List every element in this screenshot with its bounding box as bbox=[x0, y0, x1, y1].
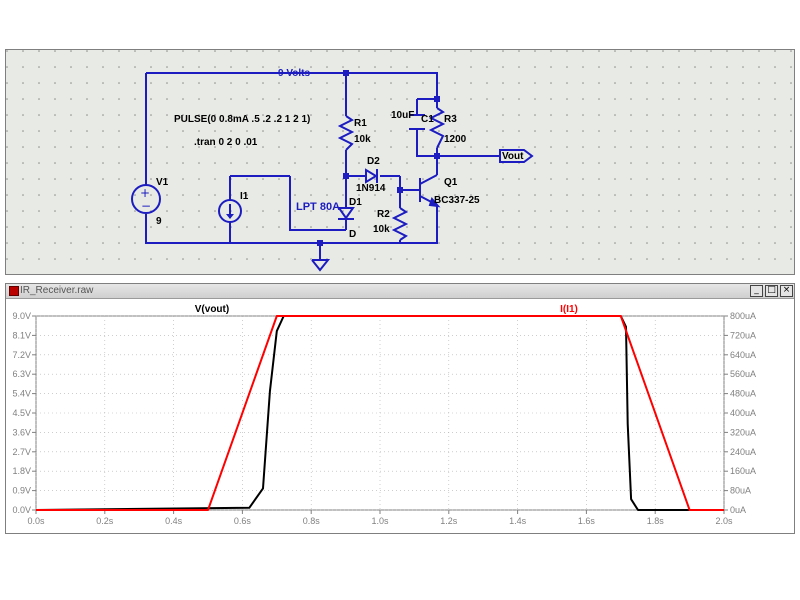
y-left-tick-label: 8.1V bbox=[12, 330, 31, 340]
y-left-tick-label: 5.4V bbox=[12, 389, 31, 399]
schematic-canvas[interactable]: + − bbox=[5, 49, 795, 275]
x-tick-label: 0.8s bbox=[303, 516, 321, 526]
resistor-r2-symbol[interactable] bbox=[391, 207, 409, 241]
y-right-tick-label: 640uA bbox=[730, 350, 756, 360]
y-right-tick-label: 480uA bbox=[730, 389, 756, 399]
r3-name: R3 bbox=[444, 114, 457, 125]
v1-name: V1 bbox=[156, 177, 169, 188]
series-line-ii1 bbox=[36, 315, 724, 511]
y-right-tick-label: 240uA bbox=[730, 447, 756, 457]
y-left-tick-label: 1.8V bbox=[12, 466, 31, 476]
legend-label-ii1: I(I1) bbox=[560, 304, 578, 315]
d2-model: 1N914 bbox=[356, 183, 386, 194]
q1-name: Q1 bbox=[444, 177, 458, 188]
r2-value: 10k bbox=[373, 224, 390, 235]
x-tick-label: 1.2s bbox=[440, 516, 458, 526]
diode-d2-symbol[interactable] bbox=[362, 168, 378, 184]
y-left-tick-label: 4.5V bbox=[12, 408, 31, 418]
x-tick-label: 2.0s bbox=[715, 516, 733, 526]
y-right-tick-label: 160uA bbox=[730, 466, 756, 476]
y-left-tick-label: 2.7V bbox=[12, 447, 31, 457]
y-right-tick-label: 720uA bbox=[730, 330, 756, 340]
y-right-tick-label: 400uA bbox=[730, 408, 756, 418]
vout-port[interactable] bbox=[499, 149, 534, 163]
tran-directive[interactable]: .tran 0 2 0 .01 bbox=[194, 137, 258, 148]
schematic-drawing: + − bbox=[6, 50, 794, 274]
svg-text:−: − bbox=[141, 199, 151, 213]
c1-name: C1 bbox=[421, 114, 434, 125]
r2-name: R2 bbox=[377, 209, 390, 220]
svg-text:+: + bbox=[140, 186, 150, 200]
d1-model-label: LPT 80A bbox=[296, 201, 341, 213]
r1-value: 10k bbox=[354, 134, 371, 145]
d2-name: D2 bbox=[367, 156, 380, 167]
y-left-tick-label: 7.2V bbox=[12, 350, 31, 360]
y-left-tick-label: 3.6V bbox=[12, 427, 31, 437]
x-tick-label: 0.6s bbox=[234, 516, 252, 526]
x-tick-label: 1.4s bbox=[509, 516, 527, 526]
y-right-tick-label: 560uA bbox=[730, 369, 756, 379]
x-tick-label: 1.6s bbox=[578, 516, 596, 526]
y-right-tick-label: 800uA bbox=[730, 311, 756, 321]
r3-value: 1200 bbox=[444, 134, 467, 145]
legend-label-vvout: V(vout) bbox=[195, 304, 229, 315]
d1-name: D1 bbox=[349, 197, 362, 208]
y-left-tick-label: 6.3V bbox=[12, 369, 31, 379]
maximize-button[interactable]: □ bbox=[765, 285, 778, 297]
v1-value: 9 bbox=[156, 216, 162, 227]
minimize-button[interactable]: _ bbox=[750, 285, 763, 297]
i1-name: I1 bbox=[240, 191, 249, 202]
y-left-tick-label: 0.0V bbox=[12, 505, 31, 515]
capacitor-c1-symbol[interactable] bbox=[409, 114, 425, 130]
x-tick-label: 0.2s bbox=[96, 516, 114, 526]
x-tick-label: 0.4s bbox=[165, 516, 183, 526]
x-tick-label: 1.8s bbox=[647, 516, 665, 526]
junction-dots bbox=[317, 70, 440, 246]
resistor-r3-symbol[interactable] bbox=[428, 107, 446, 149]
r1-name: R1 bbox=[354, 118, 367, 129]
vout-label: Vout bbox=[502, 151, 524, 162]
y-right-tick-label: 0uA bbox=[730, 505, 746, 515]
voltage-source-v1[interactable]: + − bbox=[131, 184, 161, 214]
y-left-tick-label: 0.9V bbox=[12, 486, 31, 496]
waveform-titlebar[interactable]: IR_Receiver.raw _ □ × bbox=[6, 284, 794, 299]
x-tick-label: 0.0s bbox=[27, 516, 45, 526]
close-button[interactable]: × bbox=[780, 285, 793, 297]
pulse-directive[interactable]: PULSE(0 0.8mA .5 .2 .2 1 2 1) bbox=[174, 114, 311, 125]
diode-d1-symbol[interactable] bbox=[337, 198, 355, 224]
ground-symbol[interactable] bbox=[311, 259, 331, 272]
waveform-plot[interactable]: 0.0s 0.2s 0.4s 0.6s 0.8s 1.0s 1.2s 1.4s 1.6s 1.8s… bbox=[6, 299, 794, 533]
waveform-app-icon[interactable] bbox=[9, 286, 19, 296]
y-left-tick-label: 9.0V bbox=[12, 311, 31, 321]
transistor-q1-symbol[interactable] bbox=[419, 174, 441, 214]
rail-label: 9 Volts bbox=[278, 68, 311, 79]
q1-model: BC337-25 bbox=[434, 195, 480, 206]
current-source-i1[interactable] bbox=[218, 199, 242, 223]
y-right-tick-label: 80uA bbox=[730, 486, 751, 496]
resistor-r1-symbol[interactable] bbox=[337, 115, 355, 151]
c1-value: 10uF bbox=[391, 110, 415, 121]
waveform-title: IR_Receiver.raw bbox=[20, 285, 94, 296]
x-tick-label: 1.0s bbox=[371, 516, 389, 526]
y-right-tick-label: 320uA bbox=[730, 427, 756, 437]
d1-pin-label: D bbox=[349, 229, 357, 240]
